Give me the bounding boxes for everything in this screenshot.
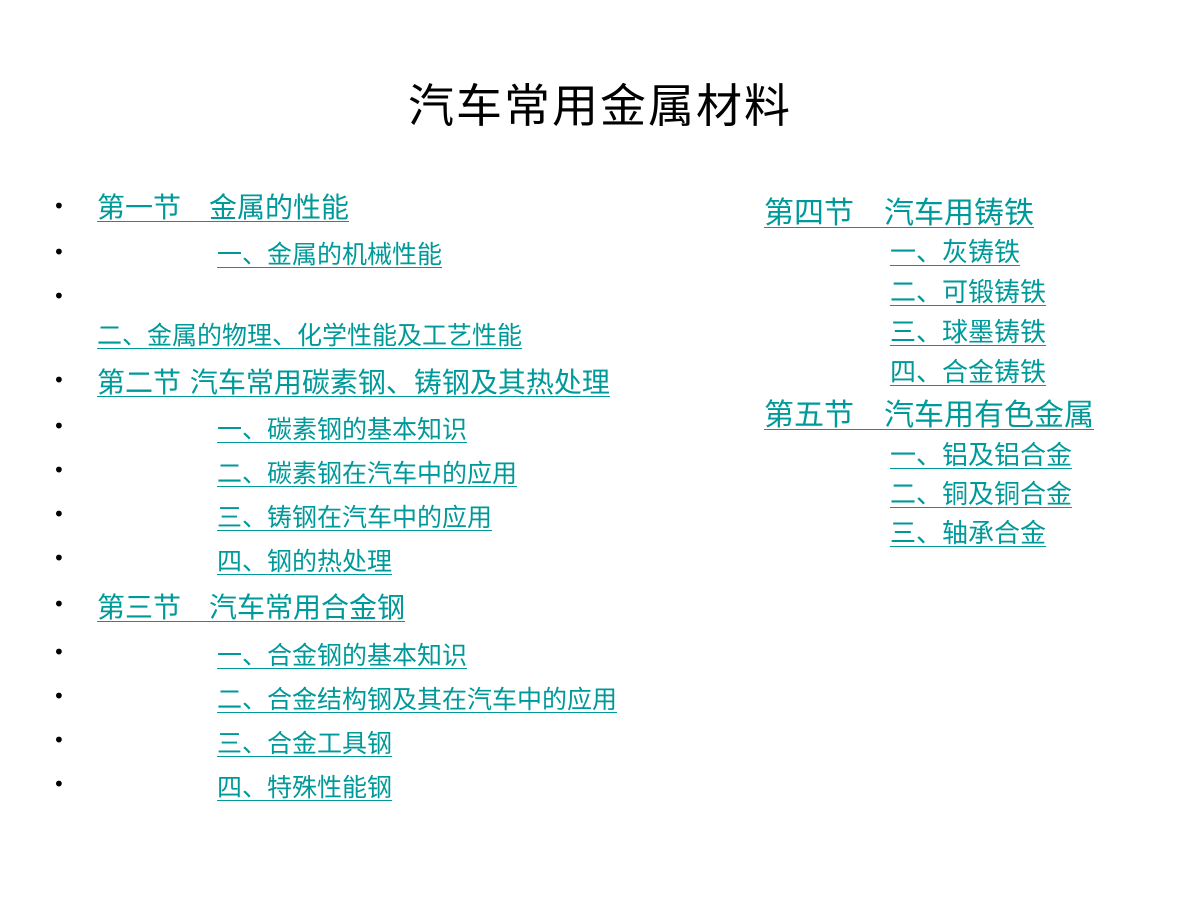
bullet-marker: • bbox=[53, 684, 65, 708]
bullet-marker: • bbox=[53, 368, 65, 392]
link-nodular-cast-iron[interactable]: 三、球墨铸铁 bbox=[890, 318, 1047, 348]
link-section-2[interactable]: 第二节 汽车常用碳素钢、铸钢及其热处理 bbox=[97, 366, 610, 399]
bullet-marker: • bbox=[53, 772, 65, 796]
link-heat-treatment[interactable]: 四、钢的热处理 bbox=[217, 547, 393, 576]
toc-item: 一、灰铸铁 bbox=[890, 232, 1020, 269]
link-alloy-tool-steel[interactable]: 三、合金工具钢 bbox=[217, 729, 393, 758]
toc-item: 一、金属的机械性能 bbox=[217, 235, 442, 271]
toc-item: 三、铸钢在汽车中的应用 bbox=[217, 498, 492, 534]
toc-item: 二、铜及铜合金 bbox=[890, 474, 1072, 511]
bullet-marker: • bbox=[53, 284, 65, 308]
toc-section-3: 第三节 汽车常用合金钢 bbox=[97, 586, 405, 626]
link-aluminum-alloy[interactable]: 一、铝及铝合金 bbox=[890, 441, 1073, 471]
toc-item: 三、球墨铸铁 bbox=[890, 312, 1046, 349]
link-section-4[interactable]: 第四节 汽车用铸铁 bbox=[764, 196, 1034, 231]
link-carbon-steel-basics[interactable]: 一、碳素钢的基本知识 bbox=[217, 415, 468, 444]
link-gray-cast-iron[interactable]: 一、灰铸铁 bbox=[890, 238, 1021, 268]
bullet-marker: • bbox=[53, 194, 65, 218]
bullet-marker: • bbox=[53, 592, 65, 616]
toc-item: 四、钢的热处理 bbox=[217, 542, 392, 578]
toc-item: 四、特殊性能钢 bbox=[217, 768, 392, 804]
toc-section-2: 第二节 汽车常用碳素钢、铸钢及其热处理 bbox=[97, 361, 610, 401]
toc-item: 二、合金结构钢及其在汽车中的应用 bbox=[217, 680, 617, 716]
link-cast-steel-automotive[interactable]: 三、铸钢在汽车中的应用 bbox=[217, 503, 493, 532]
link-section-1[interactable]: 第一节 金属的性能 bbox=[97, 191, 350, 224]
link-physical-chemical-properties[interactable]: 二、金属的物理、化学性能及工艺性能 bbox=[97, 321, 523, 350]
toc-item: 一、合金钢的基本知识 bbox=[217, 636, 467, 672]
link-malleable-cast-iron[interactable]: 二、可锻铸铁 bbox=[890, 278, 1047, 308]
toc-item: 四、合金铸铁 bbox=[890, 352, 1046, 389]
link-carbon-steel-automotive[interactable]: 二、碳素钢在汽车中的应用 bbox=[217, 459, 518, 488]
bullet-marker: • bbox=[53, 240, 65, 264]
toc-section-5: 第五节 汽车用有色金属 bbox=[764, 390, 1094, 434]
toc-item: 二、可锻铸铁 bbox=[890, 272, 1046, 309]
toc-section-1: 第一节 金属的性能 bbox=[97, 186, 349, 226]
link-alloy-structural-steel[interactable]: 二、合金结构钢及其在汽车中的应用 bbox=[217, 685, 618, 714]
link-copper-alloy[interactable]: 二、铜及铜合金 bbox=[890, 480, 1073, 510]
bullet-marker: • bbox=[53, 728, 65, 752]
bullet-marker: • bbox=[53, 458, 65, 482]
toc-item: 一、铝及铝合金 bbox=[890, 435, 1072, 472]
bullet-marker: • bbox=[53, 546, 65, 570]
toc-item: 二、金属的物理、化学性能及工艺性能 bbox=[97, 316, 522, 352]
link-section-5[interactable]: 第五节 汽车用有色金属 bbox=[764, 398, 1094, 433]
toc-section-4: 第四节 汽车用铸铁 bbox=[764, 188, 1034, 232]
link-bearing-alloy[interactable]: 三、轴承合金 bbox=[890, 519, 1047, 549]
link-special-steel[interactable]: 四、特殊性能钢 bbox=[217, 773, 393, 802]
link-mechanical-properties[interactable]: 一、金属的机械性能 bbox=[217, 240, 443, 269]
toc-item: 三、轴承合金 bbox=[890, 513, 1046, 550]
toc-item: 二、碳素钢在汽车中的应用 bbox=[217, 454, 517, 490]
link-alloy-steel-basics[interactable]: 一、合金钢的基本知识 bbox=[217, 641, 468, 670]
bullet-marker: • bbox=[53, 502, 65, 526]
bullet-marker: • bbox=[53, 640, 65, 664]
page-title: 汽车常用金属材料 bbox=[408, 79, 792, 133]
link-alloy-cast-iron[interactable]: 四、合金铸铁 bbox=[890, 358, 1047, 388]
toc-item: 三、合金工具钢 bbox=[217, 724, 392, 760]
toc-item: 一、碳素钢的基本知识 bbox=[217, 410, 467, 446]
link-section-3[interactable]: 第三节 汽车常用合金钢 bbox=[97, 591, 406, 624]
bullet-marker: • bbox=[53, 414, 65, 438]
